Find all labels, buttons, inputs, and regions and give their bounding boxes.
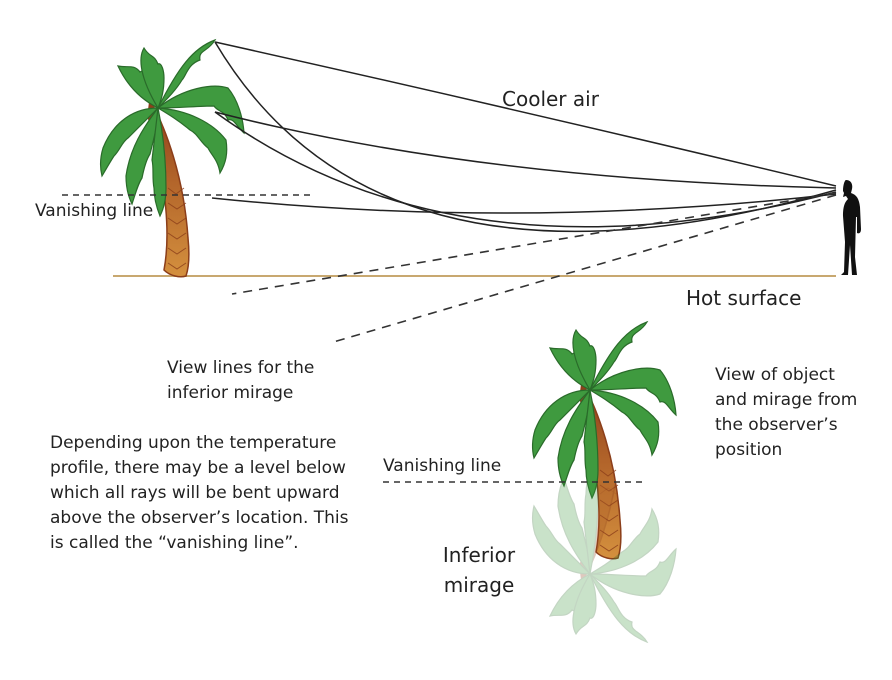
view-lines-label: View lines for the inferior mirage bbox=[167, 356, 314, 406]
ray-vanishing bbox=[211, 193, 837, 214]
view-line-1 bbox=[231, 192, 837, 295]
vanishing-line-top-label: Vanishing line bbox=[35, 201, 154, 221]
ray-upper-bent bbox=[214, 41, 837, 233]
view-lines-label-line: View lines for the bbox=[167, 358, 315, 378]
cooler-air-label: Cooler air bbox=[502, 87, 599, 111]
hot-surface-label: Hot surface bbox=[686, 286, 802, 310]
explanation-line: above the observer’s location. This bbox=[50, 508, 349, 528]
inferior-mirage-label: Inferior mirage bbox=[430, 540, 528, 600]
light-rays bbox=[211, 41, 837, 233]
view-of-object-line: and mirage from bbox=[715, 390, 858, 410]
inferior-mirage-line: mirage bbox=[443, 573, 515, 597]
view-line-2 bbox=[329, 194, 837, 344]
palm-tree-object bbox=[99, 39, 245, 278]
view-lines-label-line: inferior mirage bbox=[167, 383, 294, 403]
observer-silhouette bbox=[841, 180, 861, 275]
vanishing-line-bottom-label: Vanishing line bbox=[383, 456, 502, 476]
view-lines bbox=[231, 192, 837, 344]
explanation-line: Depending upon the temperature bbox=[50, 433, 337, 453]
vanishing-line-explanation: Depending upon the temperature profile, … bbox=[50, 431, 349, 556]
view-of-object-line: View of object bbox=[715, 365, 835, 385]
explanation-line: which all rays will be bent upward bbox=[50, 483, 340, 503]
explanation-line: profile, there may be a level below bbox=[50, 458, 346, 478]
inferior-mirage-line: Inferior bbox=[442, 543, 516, 567]
ray-middle-direct bbox=[214, 111, 837, 189]
view-of-object-line: the observer’s bbox=[715, 415, 838, 435]
explanation-line: is called the “vanishing line”. bbox=[50, 533, 299, 553]
view-of-object-label: View of object and mirage from the obser… bbox=[715, 363, 857, 463]
ray-upper-direct bbox=[214, 41, 837, 187]
ray-middle-bent bbox=[214, 111, 837, 228]
view-of-object-line: position bbox=[715, 440, 783, 460]
